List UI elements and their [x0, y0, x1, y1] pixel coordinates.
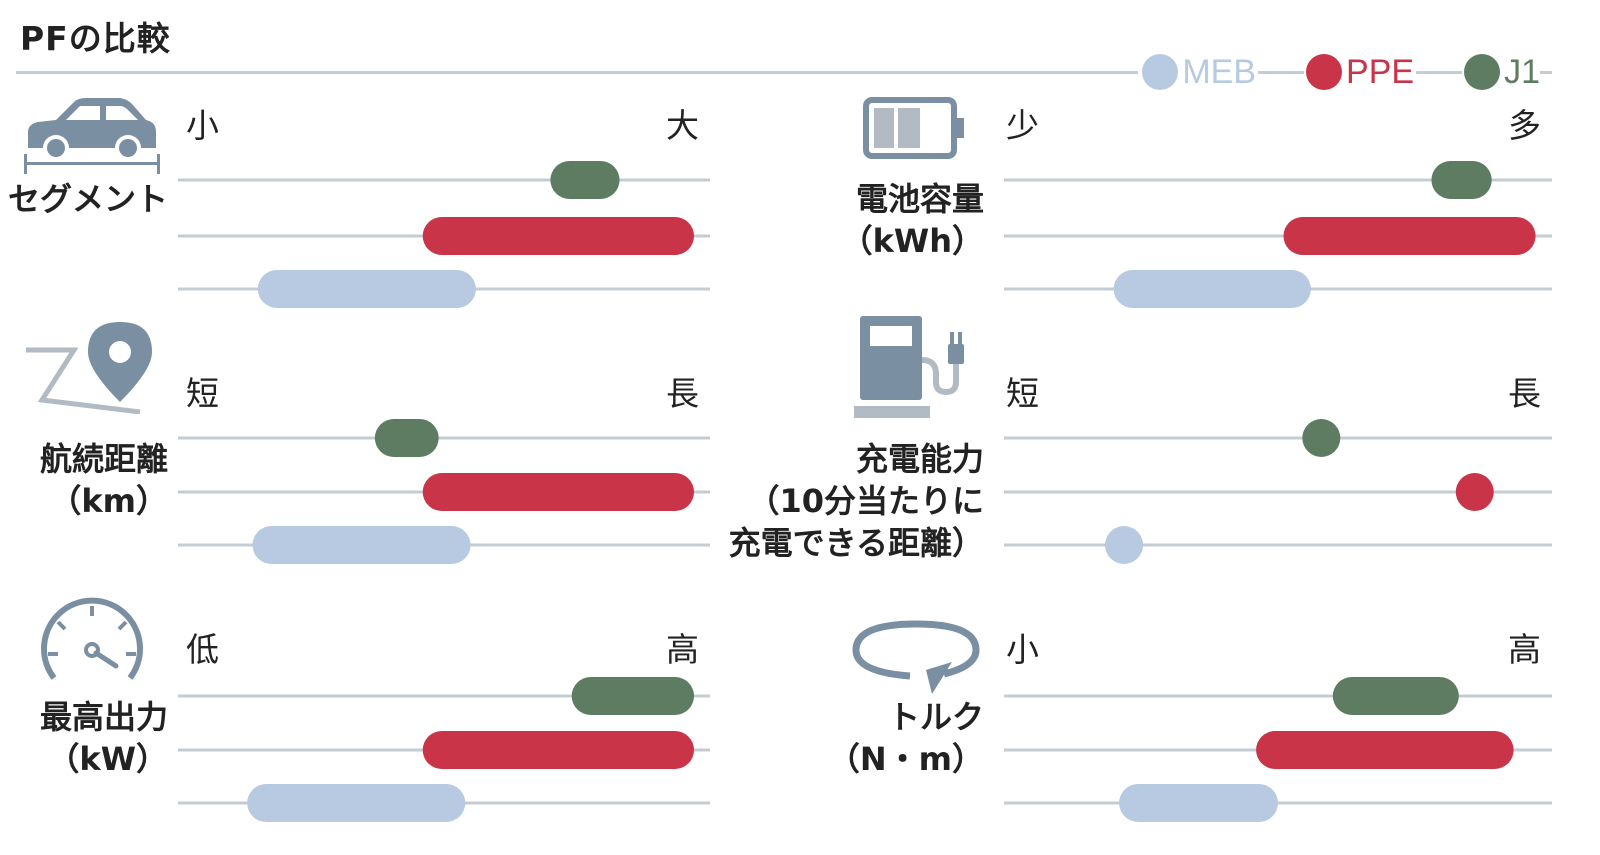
bar-meb: [1105, 526, 1144, 564]
high-label-power: 高: [666, 630, 699, 669]
bar-j1: [1332, 677, 1459, 715]
bar-ppe: [1455, 473, 1494, 511]
bar-ppe: [1283, 217, 1536, 255]
panel-label-battery: 電池容量 （kWh）: [840, 180, 984, 260]
bar-ppe: [422, 731, 695, 769]
legend-item-j1: J1: [1464, 53, 1540, 92]
torque-icon: [852, 620, 980, 694]
bar-j1: [550, 161, 620, 199]
panel-label-range: 航続距離 （km）: [39, 440, 168, 520]
legend-item-meb: MEB: [1142, 53, 1256, 92]
panel-label-torque: トルク （N・m）: [827, 698, 984, 778]
battery-icon: [863, 97, 964, 159]
bar-ppe: [1256, 731, 1514, 769]
panel-label-segment: セグメント: [7, 180, 168, 218]
car-icon: [24, 98, 160, 174]
legend-label-j1: J1: [1504, 52, 1540, 91]
high-label-battery: 多: [1508, 106, 1541, 145]
chart-title: PFの比較: [20, 19, 171, 58]
bar-meb: [257, 270, 476, 308]
bar-ppe: [422, 473, 695, 511]
panel-label-charging: 充電能力 （10分当たりに 充電できる距離）: [728, 440, 984, 562]
high-label-charging: 長: [1508, 374, 1541, 413]
legend-item-ppe: PPE: [1306, 53, 1414, 92]
legend-swatch-meb: [1142, 54, 1179, 90]
low-label-torque: 小: [1006, 630, 1039, 669]
legend-connector: [1416, 70, 1463, 74]
bar-j1: [1302, 419, 1341, 457]
map-pin-icon: [26, 322, 152, 414]
high-label-segment: 大: [666, 106, 699, 145]
bar-meb: [252, 526, 471, 564]
bar-j1: [374, 419, 439, 457]
low-label-battery: 少: [1006, 106, 1039, 145]
bar-meb: [1113, 270, 1311, 308]
low-label-charging: 短: [1006, 374, 1039, 413]
legend-swatch-ppe: [1306, 54, 1343, 90]
legend-label-ppe: PPE: [1346, 52, 1415, 91]
legend: MEB PPE J1: [1138, 46, 1552, 98]
bar-j1: [571, 677, 695, 715]
legend-swatch-j1: [1464, 54, 1501, 90]
bar-j1: [1431, 161, 1492, 199]
speedometer-icon: [41, 597, 143, 680]
high-label-torque: 高: [1508, 630, 1541, 669]
header-rule: [16, 71, 1552, 74]
legend-connector: [1258, 70, 1305, 74]
low-label-range: 短: [186, 374, 219, 413]
legend-connector: [1540, 70, 1552, 74]
high-label-range: 長: [666, 374, 699, 413]
charging-station-icon: [854, 316, 964, 418]
bar-meb: [247, 784, 466, 822]
panel-label-power: 最高出力 （kW）: [39, 698, 168, 778]
low-label-segment: 小: [186, 106, 219, 145]
bar-meb: [1119, 784, 1278, 822]
bar-ppe: [422, 217, 695, 255]
legend-label-meb: MEB: [1182, 52, 1257, 91]
low-label-power: 低: [186, 630, 219, 669]
